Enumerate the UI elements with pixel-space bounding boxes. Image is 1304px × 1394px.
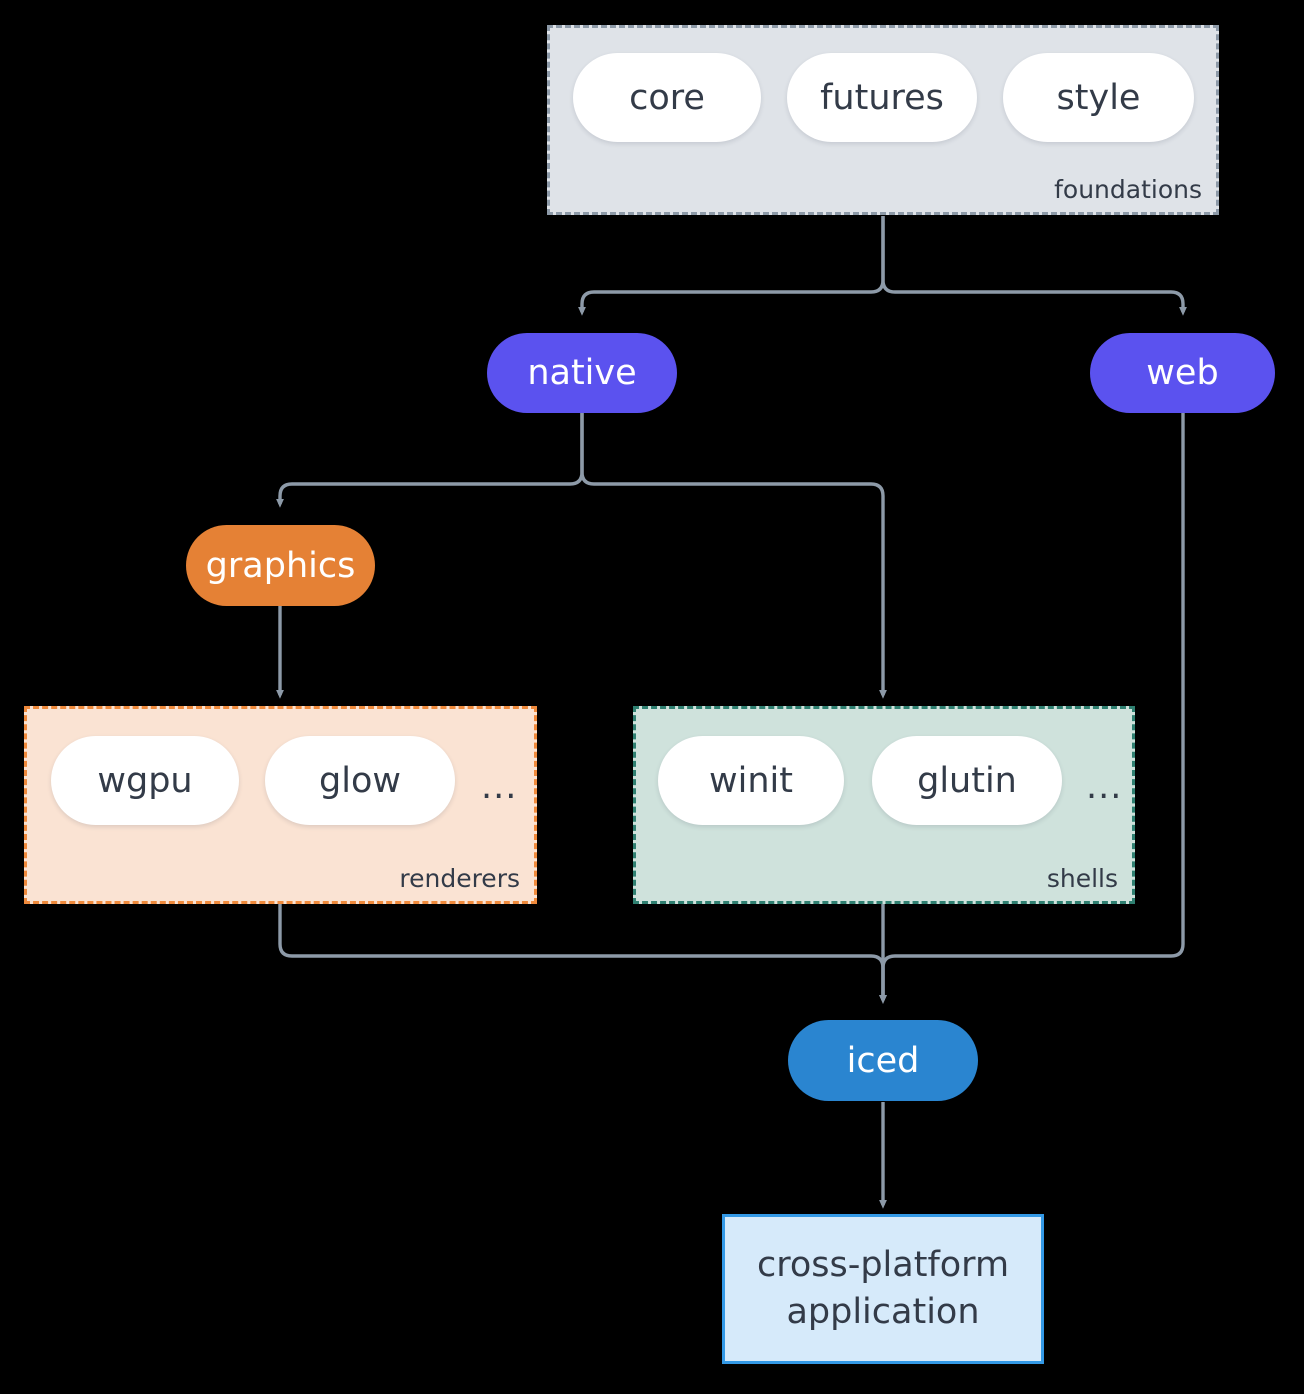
pill-core-label: core xyxy=(629,77,705,118)
pill-style-label: style xyxy=(1056,77,1141,118)
pill-glutin-label: glutin xyxy=(917,760,1017,801)
node-native[interactable]: native xyxy=(487,333,677,413)
pill-core[interactable]: core xyxy=(573,53,761,142)
node-web[interactable]: web xyxy=(1090,333,1275,413)
node-web-label: web xyxy=(1146,353,1219,393)
renderers-ellipsis: ... xyxy=(481,767,518,807)
pill-glow-label: glow xyxy=(319,760,401,801)
node-application[interactable]: cross-platform application xyxy=(722,1214,1044,1364)
group-foundations-label: foundations xyxy=(1054,175,1202,204)
pill-wgpu[interactable]: wgpu xyxy=(51,736,239,825)
node-iced-label: iced xyxy=(846,1040,920,1081)
pill-winit-label: winit xyxy=(709,760,793,801)
edge-foundations-web xyxy=(881,216,1187,316)
pill-wgpu-label: wgpu xyxy=(97,760,193,801)
edge-foundations-native xyxy=(578,216,885,316)
group-renderers-label: renderers xyxy=(399,864,520,893)
node-native-label: native xyxy=(527,353,637,393)
group-shells-label: shells xyxy=(1046,864,1118,893)
edge-native-graphics xyxy=(276,413,584,508)
shells-ellipsis: ... xyxy=(1086,767,1123,807)
node-iced[interactable]: iced xyxy=(788,1020,978,1101)
pill-winit[interactable]: winit xyxy=(658,736,844,825)
pill-style[interactable]: style xyxy=(1003,53,1194,142)
pill-glutin[interactable]: glutin xyxy=(872,736,1062,825)
edge-renderers-iced xyxy=(278,904,887,1004)
pill-futures-label: futures xyxy=(820,77,944,118)
node-graphics-label: graphics xyxy=(205,545,356,586)
edge-native-shells xyxy=(580,413,887,699)
node-application-label-line1: cross-platform xyxy=(756,1244,1010,1285)
node-application-label-line2: application xyxy=(786,1292,980,1332)
node-graphics[interactable]: graphics xyxy=(186,525,375,606)
pill-glow[interactable]: glow xyxy=(265,736,455,825)
pill-futures[interactable]: futures xyxy=(787,53,977,142)
